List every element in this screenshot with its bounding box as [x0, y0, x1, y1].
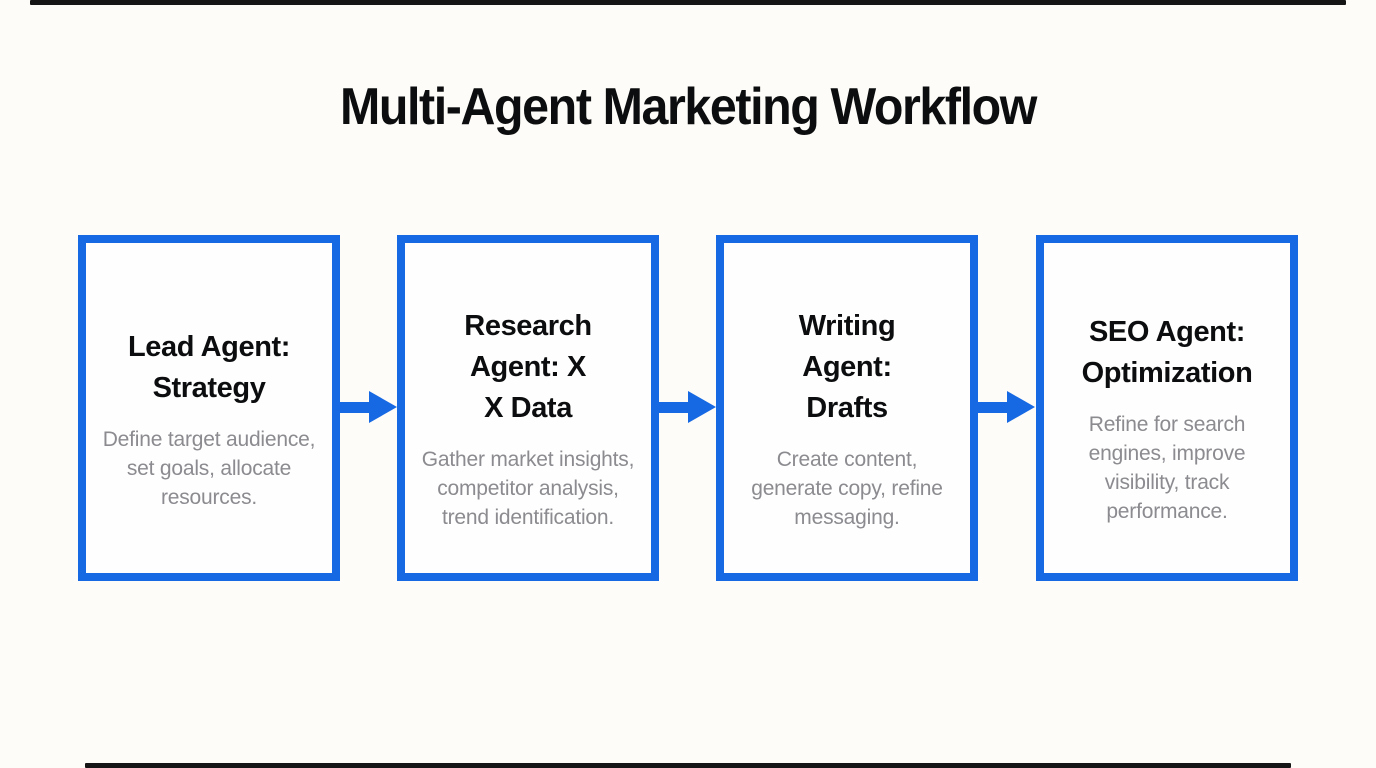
arrow-right-icon [688, 391, 716, 423]
step-box-lead-agent: Lead Agent: Strategy Define target audie… [78, 235, 340, 581]
step-title-line: Research [464, 310, 592, 342]
step-title-line: Agent: X [469, 351, 586, 383]
arrow-right-icon [369, 391, 397, 423]
bottom-edge-bar [85, 763, 1291, 768]
step-box-seo-agent: SEO Agent: Optimization Refine for searc… [1036, 235, 1298, 581]
step-title-line: SEO Agent: [1088, 316, 1246, 348]
step-title-line: Agent: [802, 351, 892, 383]
step-description: Refine for search engines, improve visib… [1088, 413, 1246, 523]
step-title: Lead Agent: Strategy [128, 327, 290, 409]
step-box-research-agent: Research Agent: X X Data Gather market i… [397, 235, 659, 581]
step-box-writing-agent: Writing Agent: Drafts Create content, ge… [716, 235, 978, 581]
step-title: SEO Agent: Optimization [1082, 312, 1253, 394]
arrow-shaft [658, 401, 689, 413]
top-edge-bar [30, 0, 1346, 5]
step-description: Gather market insights, competitor analy… [421, 448, 635, 529]
arrow-shaft [339, 401, 370, 413]
arrow-right-icon [1007, 391, 1035, 423]
page-title: Multi-Agent Marketing Workflow [339, 78, 1037, 136]
step-title-line: Drafts [806, 392, 888, 424]
flow-arrow [658, 391, 716, 423]
step-description: Define target audience, set goals, alloc… [102, 427, 316, 509]
step-title-line: Strategy [152, 371, 266, 404]
step-title-line: X Data [484, 392, 572, 424]
step-description: Create content, generate copy, refine me… [751, 448, 943, 529]
step-title: Writing Agent: Drafts [799, 306, 896, 429]
flow-arrow [339, 391, 397, 423]
step-title: Research Agent: X X Data [464, 306, 592, 429]
arrow-shaft [977, 401, 1008, 413]
step-title-line: Optimization [1081, 357, 1253, 389]
step-title-line: Lead Agent: [127, 330, 291, 363]
step-title-line: Writing [798, 310, 896, 342]
flow-arrow [977, 391, 1035, 423]
